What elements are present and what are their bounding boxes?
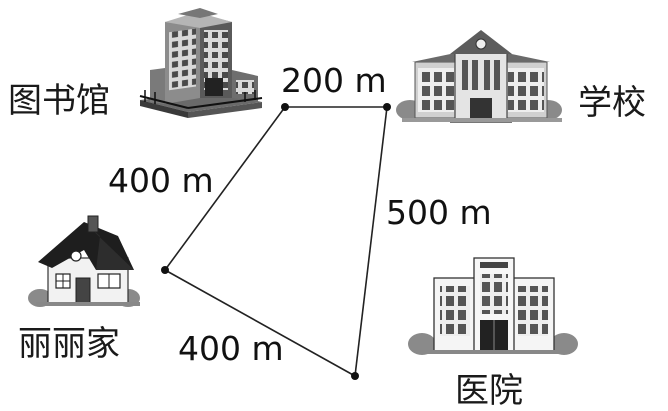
distance-library-home: 400 m bbox=[108, 161, 214, 200]
route-hospital-home bbox=[164, 269, 356, 377]
vertex-library bbox=[281, 103, 289, 111]
school-building-icon bbox=[396, 30, 562, 123]
vertex-school bbox=[383, 103, 391, 111]
distance-library-school: 200 m bbox=[281, 61, 387, 100]
label-library: 图书馆 bbox=[8, 81, 110, 121]
vertex-home bbox=[161, 266, 169, 274]
route-school-hospital bbox=[354, 106, 388, 377]
distance-school-hospital: 500 m bbox=[386, 193, 492, 232]
library-building-icon bbox=[139, 8, 263, 118]
route-quadrilateral bbox=[161, 103, 391, 380]
label-home: 丽丽家 bbox=[18, 324, 120, 364]
house-icon bbox=[28, 215, 140, 307]
route-home-library bbox=[164, 106, 286, 271]
vertex-hospital bbox=[351, 372, 359, 380]
label-school: 学校 bbox=[578, 83, 646, 123]
hospital-building-icon bbox=[408, 257, 578, 355]
distance-home-hospital: 400 m bbox=[178, 329, 284, 368]
label-hospital: 医院 bbox=[455, 371, 523, 411]
